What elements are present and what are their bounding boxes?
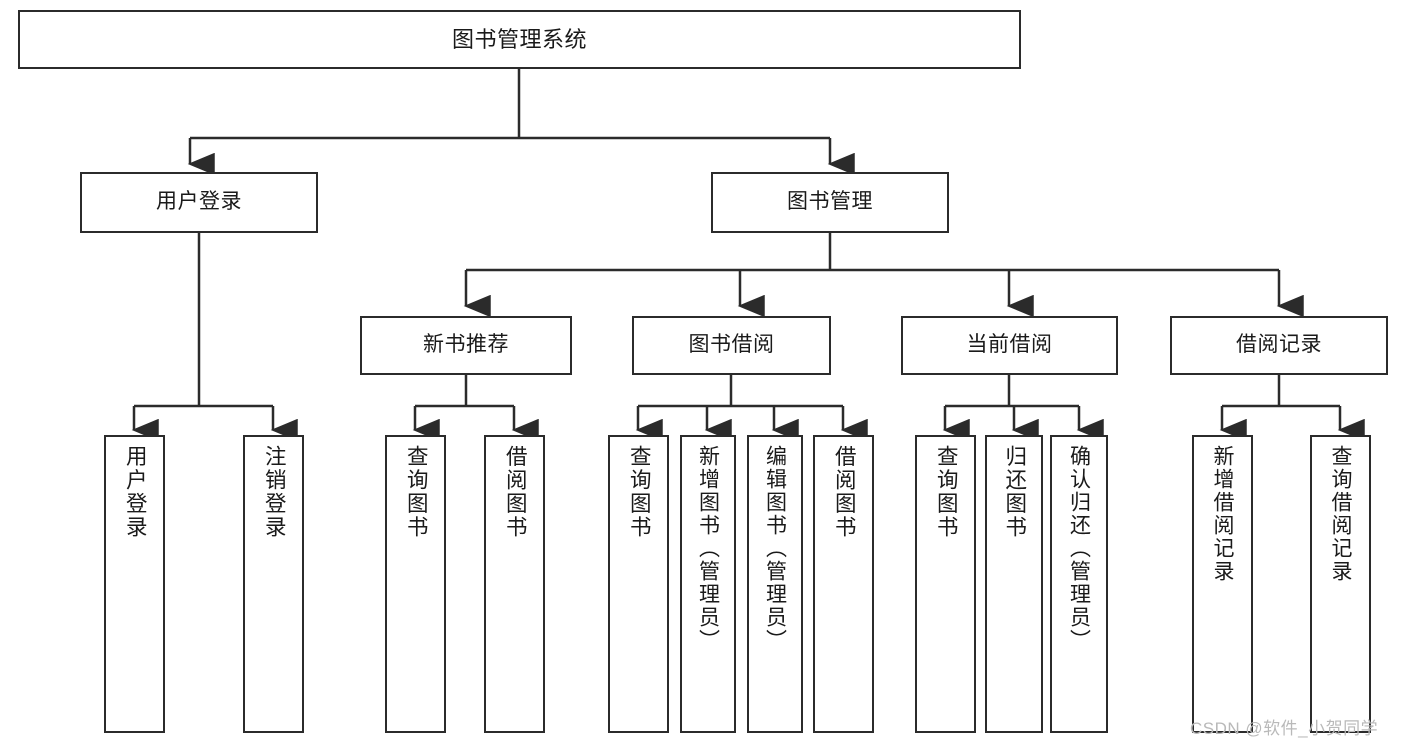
node-new-book-recommend[interactable]: 新书推荐 xyxy=(360,316,572,375)
node-user-login[interactable]: 用户登录 xyxy=(80,172,318,233)
leaf-edit-book-admin[interactable]: 编辑图书（管理员） xyxy=(747,435,803,733)
node-label: 当前借阅 xyxy=(966,333,1053,357)
leaf-return-book[interactable]: 归还图书 xyxy=(985,435,1043,733)
node-label: 借阅图书 xyxy=(832,445,857,539)
node-label: 图书管理系统 xyxy=(451,26,587,52)
leaf-add-borrow-record[interactable]: 新增借阅记录 xyxy=(1192,435,1253,733)
leaf-query-book-2[interactable]: 查询图书 xyxy=(608,435,669,733)
node-label: 借阅记录 xyxy=(1236,333,1322,357)
leaf-confirm-return-admin[interactable]: 确认归还（管理员） xyxy=(1050,435,1108,733)
node-book-management[interactable]: 图书管理 xyxy=(711,172,949,233)
node-label: 确认归还（管理员） xyxy=(1067,445,1091,652)
node-label: 归还图书 xyxy=(1002,445,1027,539)
csdn-watermark: CSDN @软件_小贺同学 xyxy=(1190,719,1379,738)
node-label: 新增图书（管理员） xyxy=(696,445,720,652)
leaf-query-book-3[interactable]: 查询图书 xyxy=(915,435,976,733)
leaf-query-book-1[interactable]: 查询图书 xyxy=(385,435,446,733)
node-current-borrow[interactable]: 当前借阅 xyxy=(901,316,1118,375)
node-label: 编辑图书（管理员） xyxy=(763,445,787,652)
node-label: 新书推荐 xyxy=(423,333,509,357)
node-book-borrow[interactable]: 图书借阅 xyxy=(632,316,831,375)
node-label: 图书借阅 xyxy=(688,333,775,357)
node-label: 用户登录 xyxy=(123,445,148,539)
node-label: 查询图书 xyxy=(627,445,652,539)
leaf-borrow-book-2[interactable]: 借阅图书 xyxy=(813,435,874,733)
node-root-system[interactable]: 图书管理系统 xyxy=(18,10,1021,69)
node-label: 借阅图书 xyxy=(503,445,528,539)
node-label: 用户登录 xyxy=(156,190,242,214)
node-label: 查询借阅记录 xyxy=(1329,445,1352,583)
node-label: 查询图书 xyxy=(404,445,429,539)
node-label: 图书管理 xyxy=(787,190,873,214)
node-label: 注销登录 xyxy=(262,445,287,539)
leaf-borrow-book-1[interactable]: 借阅图书 xyxy=(484,435,545,733)
node-label: 查询图书 xyxy=(934,445,959,539)
node-label: 新增借阅记录 xyxy=(1211,445,1234,583)
node-borrow-record[interactable]: 借阅记录 xyxy=(1170,316,1388,375)
leaf-query-borrow-record[interactable]: 查询借阅记录 xyxy=(1310,435,1371,733)
leaf-logout[interactable]: 注销登录 xyxy=(243,435,304,733)
leaf-add-book-admin[interactable]: 新增图书（管理员） xyxy=(680,435,736,733)
leaf-user-login[interactable]: 用户登录 xyxy=(104,435,165,733)
